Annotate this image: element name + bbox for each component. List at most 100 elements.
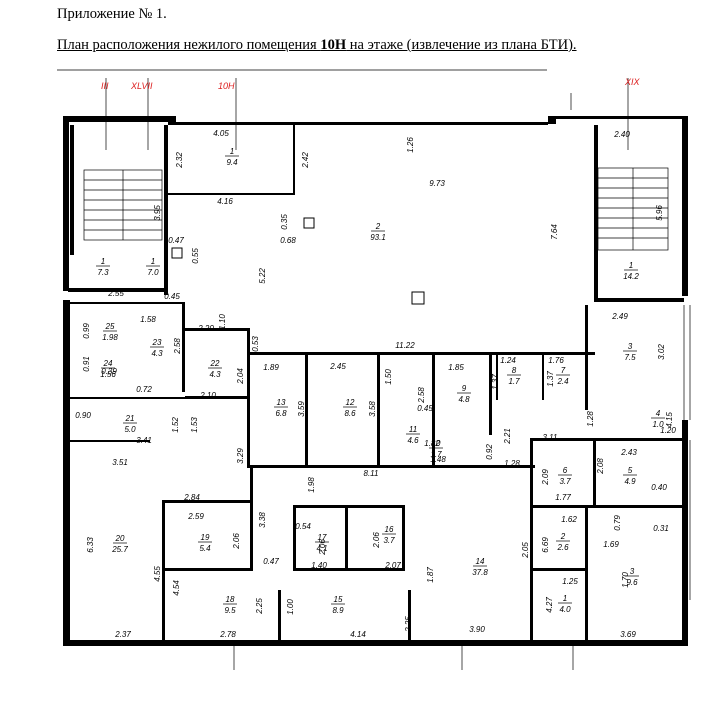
room-label: 14.0 xyxy=(558,594,572,614)
room-number: 15 xyxy=(334,595,343,604)
room-number: 2 xyxy=(375,222,381,231)
dimension-label: 3.29 xyxy=(236,448,245,464)
dimension-label: 0.40 xyxy=(651,483,667,492)
room-area: 4.1 xyxy=(316,544,327,553)
dimension-label: 3.38 xyxy=(258,512,267,528)
dimension-label: 2.06 xyxy=(372,532,381,549)
room-area: 2.4 xyxy=(556,377,569,386)
room-label: 158.9 xyxy=(331,595,345,615)
dimension-label: 0.54 xyxy=(295,522,311,531)
room-number: 13 xyxy=(277,398,286,407)
room-area: 1.7 xyxy=(508,377,520,386)
room-label: 251.98 xyxy=(102,322,118,342)
room-label: 114.2 xyxy=(623,261,639,281)
room-number: 19 xyxy=(201,533,210,542)
windows-right xyxy=(683,305,691,600)
room-label: 63.7 xyxy=(558,466,572,486)
dimension-label: 2.43 xyxy=(620,448,637,457)
dimension-label: 1.00 xyxy=(286,599,295,615)
dimension-label: 2.05 xyxy=(521,542,530,559)
room-number: 10 xyxy=(432,439,441,448)
room-area: 9.4 xyxy=(226,158,238,167)
room-number: 1 xyxy=(563,594,567,603)
plan-caption: План расположения нежилого помещения 10Н… xyxy=(57,37,577,54)
dimension-label: 4.05 xyxy=(213,129,229,138)
dimension-label: 0.99 xyxy=(82,323,91,339)
dimension-label: 2.25 xyxy=(404,616,413,633)
dimension-label: 0.35 xyxy=(280,214,289,230)
dimension-label: 1.98 xyxy=(307,477,316,493)
dimension-label: 1.48 xyxy=(430,455,446,464)
dimension-label: 3.58 xyxy=(368,401,377,417)
room-number: 25 xyxy=(105,322,115,331)
room-area: 5.4 xyxy=(199,544,211,553)
dimension-label: 6.33 xyxy=(86,537,95,553)
room-area: 7.5 xyxy=(624,353,636,362)
room-label: 224.3 xyxy=(208,359,222,379)
dimension-label: 3.69 xyxy=(620,630,636,639)
dimension-label: 1.52 xyxy=(171,417,180,433)
caption-premises-id: 10Н xyxy=(320,37,347,53)
dimension-label: 3.90 xyxy=(469,625,485,634)
room-number: 1 xyxy=(230,147,234,156)
dimension-label: 2.84 xyxy=(183,493,200,502)
room-label: 195.4 xyxy=(198,533,212,553)
room-area: 9.5 xyxy=(224,606,236,615)
column xyxy=(411,291,425,305)
caption-pre: План расположения нежилого помещения xyxy=(57,37,321,53)
dimension-label: 1.58 xyxy=(140,315,156,324)
dimension-label: 1.24 xyxy=(500,356,516,365)
dimension-label: 2.20 xyxy=(197,324,214,333)
dimension-label: 2.09 xyxy=(541,469,550,486)
room-number: 2 xyxy=(560,532,566,541)
dimension-label: 1.70 xyxy=(621,572,630,588)
dimension-label: 0.92 xyxy=(485,444,494,460)
room-area: 8.6 xyxy=(344,409,356,418)
room-area: 8.9 xyxy=(332,606,344,615)
room-number: 14 xyxy=(476,557,485,566)
dimension-label: 0.68 xyxy=(280,236,296,245)
room-label: 19.4 xyxy=(225,147,239,167)
dimension-label: 0.53 xyxy=(251,336,260,352)
dimension-label: 1.10 xyxy=(218,314,227,330)
dimension-label: 1.87 xyxy=(426,567,435,583)
room-area: 4.8 xyxy=(458,395,470,404)
room-area: 9.6 xyxy=(626,578,638,587)
room-number: 1 xyxy=(629,261,633,270)
dimension-label: 2.04 xyxy=(236,368,245,385)
column xyxy=(171,247,183,259)
room-label: 72.4 xyxy=(556,366,570,386)
dimension-label: 1.37 xyxy=(491,374,500,390)
room-area: 1.0 xyxy=(652,420,664,429)
room-label: 128.6 xyxy=(343,398,357,418)
room-label: 101.7 xyxy=(429,439,443,459)
dimension-label: 0.55 xyxy=(191,248,200,264)
room-label: 241.56 xyxy=(100,359,116,379)
room-number: 3 xyxy=(630,567,635,576)
room-label: 17.3 xyxy=(96,257,110,277)
dimension-label: 1.53 xyxy=(190,417,199,433)
dimension-label: 7.64 xyxy=(550,224,559,240)
room-number: 11 xyxy=(409,425,417,434)
axis-label: III xyxy=(101,81,109,91)
dimension-label: 2.25 xyxy=(255,598,264,615)
room-area: 4.0 xyxy=(559,605,571,614)
room-label: 163.7 xyxy=(382,525,396,545)
dimension-label: 0.47 xyxy=(263,557,279,566)
dimension-label: 3.02 xyxy=(657,344,666,360)
room-number: 7 xyxy=(561,366,566,375)
dimension-label: 2.06 xyxy=(232,533,241,550)
dimension-label: 4.15 xyxy=(665,412,674,428)
dimension-label: 9.73 xyxy=(429,179,445,188)
dimension-label: 1.69 xyxy=(603,540,619,549)
dimension-label: 3.59 xyxy=(297,401,306,417)
dimension-label: 3.11 xyxy=(543,433,558,442)
axis-label: XIX xyxy=(624,77,641,87)
dimension-label: 2.58 xyxy=(173,338,182,355)
dimension-label: 2.08 xyxy=(596,458,605,475)
dimension-label: 5.96 xyxy=(655,205,664,221)
axis-label: XLVII xyxy=(130,81,153,91)
room-area: 6.8 xyxy=(275,409,287,418)
